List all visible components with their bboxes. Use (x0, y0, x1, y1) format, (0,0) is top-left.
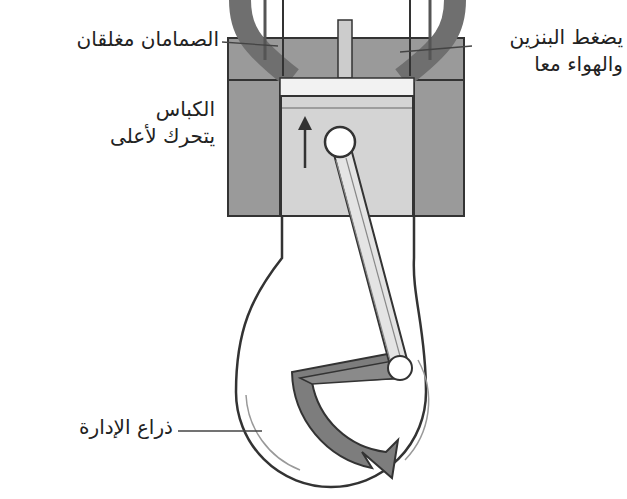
piston-label: الكباس يتحرك لأعلى (100, 96, 215, 150)
crank-label: ذراع الإدارة (79, 414, 173, 441)
mixture-label: يضغط البنزين والهواء معا (473, 24, 623, 78)
valve-label: الصمامان مغلقان (77, 26, 219, 53)
